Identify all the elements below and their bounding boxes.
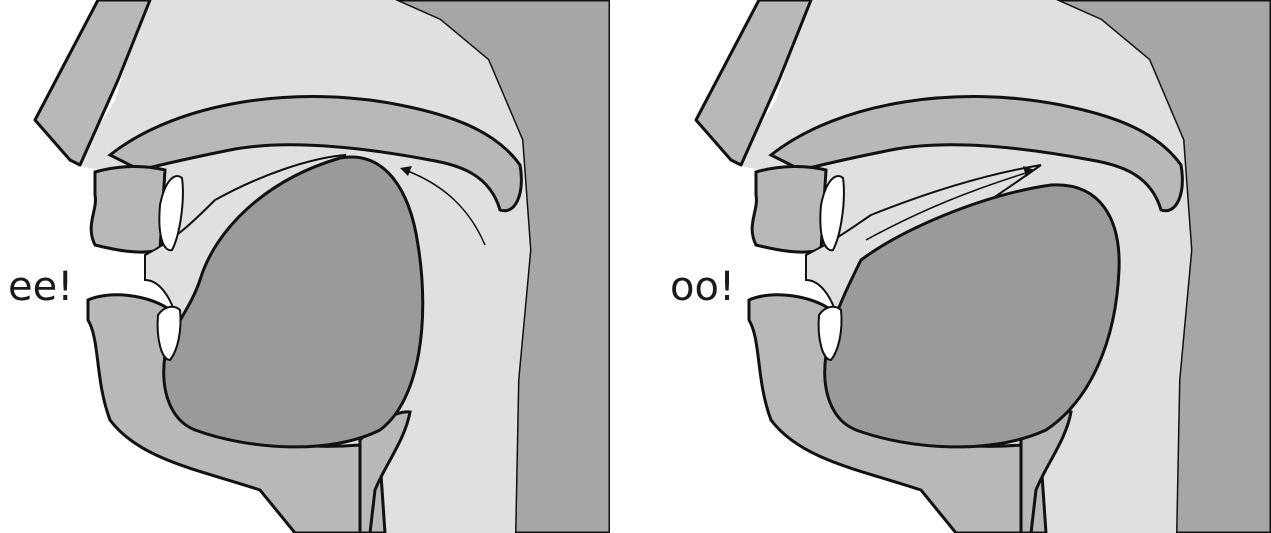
panel-label-ee: ee! (8, 267, 73, 307)
vocal-tract-diagram-ee (0, 0, 610, 533)
upper-lip (91, 166, 165, 252)
panel-label-oo: oo! (670, 267, 735, 307)
upper-lip (752, 166, 826, 252)
vocal-tract-illustration-oo (661, 0, 1271, 533)
vocal-tract-diagram-oo (661, 0, 1271, 533)
vocal-tract-illustration-ee (0, 0, 610, 533)
